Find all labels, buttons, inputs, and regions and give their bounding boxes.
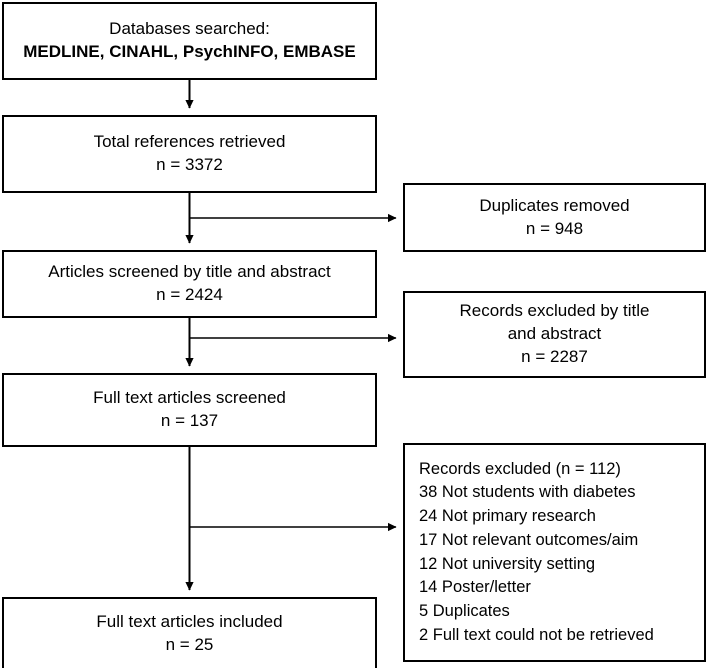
exclusion-reason-item: 5 Duplicates — [419, 602, 510, 620]
box-full-text-articles-screened: Full text articles screened n = 137 — [2, 373, 377, 447]
total-references-label: Total references retrieved — [93, 132, 286, 152]
box-articles-screened-title-abstract: Articles screened by title and abstract … — [2, 250, 377, 318]
total-references-count: n = 3372 — [156, 155, 223, 174]
full-text-screened-count: n = 137 — [160, 411, 219, 430]
records-excluded-fulltext-heading: Records excluded (n = 112) — [419, 459, 621, 478]
articles-screened-label: Articles screened by title and abstract — [48, 262, 331, 282]
records-excluded-title-count: n = 2287 — [521, 346, 588, 366]
exclusion-reason-item: 12 Not university setting — [419, 554, 596, 573]
exclusion-reason-item: 38 Not students with diabetes — [419, 483, 636, 502]
box-records-excluded-full-text: Records excluded (n = 112) 38 Not studen… — [403, 443, 706, 662]
databases-searched-label: Databases searched: — [109, 19, 270, 39]
exclusion-reason-item: 2 Full text could not be retrieved — [419, 625, 654, 644]
full-text-included-count: n = 25 — [165, 635, 214, 654]
exclusion-reason-item: 17 Not relevant outcomes/aim — [419, 530, 639, 549]
full-text-screened-label: Full text articles screened — [93, 388, 286, 408]
articles-screened-count: n = 2424 — [156, 285, 223, 304]
exclusion-reason-item: 14 Poster/letter — [419, 578, 531, 597]
records-excluded-title-line-2: and abstract — [507, 324, 602, 344]
duplicates-removed-label: Duplicates removed — [479, 195, 630, 215]
full-text-included-label: Full text articles included — [96, 612, 283, 632]
records-excluded-title-line-1: Records excluded by title — [459, 301, 650, 321]
databases-searched-list: MEDLINE, CINAHL, PsychINFO, EMBASE — [23, 42, 356, 61]
box-total-references-retrieved: Total references retrieved n = 3372 — [2, 115, 377, 193]
box-duplicates-removed: Duplicates removed n = 948 — [403, 183, 706, 252]
box-records-excluded-title-abstract: Records excluded by title and abstract n… — [403, 291, 706, 378]
box-full-text-articles-included: Full text articles included n = 25 — [2, 597, 377, 668]
exclusion-reason-item: 24 Not primary research — [419, 507, 596, 525]
duplicates-removed-count: n = 948 — [525, 218, 584, 238]
box-databases-searched: Databases searched: MEDLINE, CINAHL, Psy… — [2, 2, 377, 80]
